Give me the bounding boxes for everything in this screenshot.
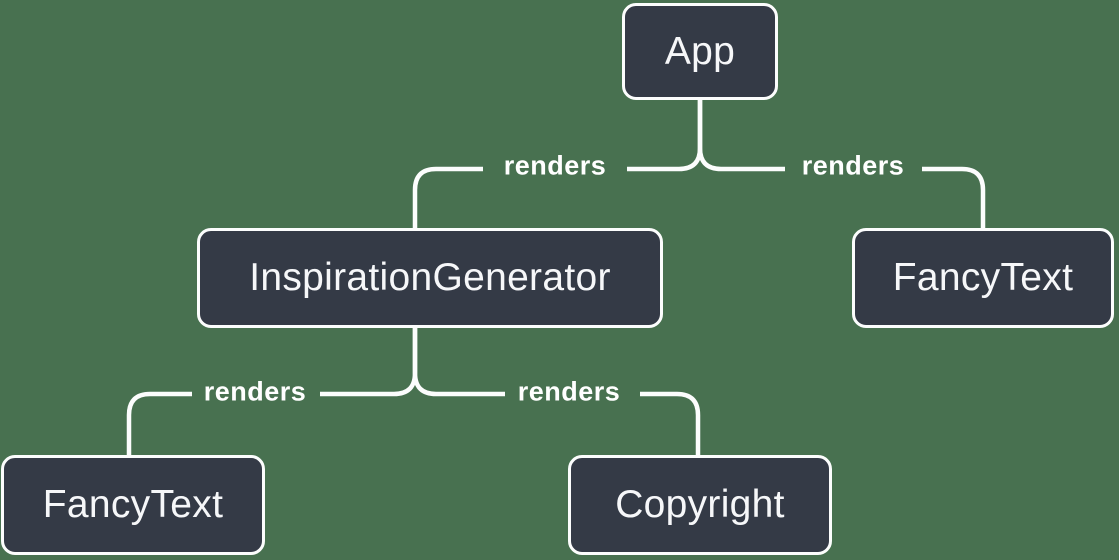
edge-label-inspirationgenerator-copyright: renders (517, 376, 621, 407)
node-app-label: App (664, 29, 736, 73)
edge-app-to-fancytext (697, 100, 986, 228)
node-copyright: Copyright (568, 455, 832, 555)
node-inspiration-generator-label: InspirationGenerator (249, 256, 611, 299)
node-fancy-text-bottom: FancyText (1, 455, 265, 555)
node-fancy-text-bottom-label: FancyText (42, 483, 224, 526)
edge-label-inspirationgenerator-fancytext: renders (203, 376, 307, 407)
node-fancy-text-top-label: FancyText (892, 256, 1074, 299)
edge-label-app-inspirationgenerator: renders (503, 150, 607, 181)
node-copyright-label: Copyright (615, 483, 785, 526)
node-fancy-text-top: FancyText (852, 228, 1114, 328)
node-app: App (622, 3, 778, 100)
node-inspiration-generator: InspirationGenerator (197, 228, 663, 328)
edge-label-app-fancytext: renders (801, 150, 905, 181)
edge-inspirationgenerator-to-copyright (412, 328, 701, 455)
